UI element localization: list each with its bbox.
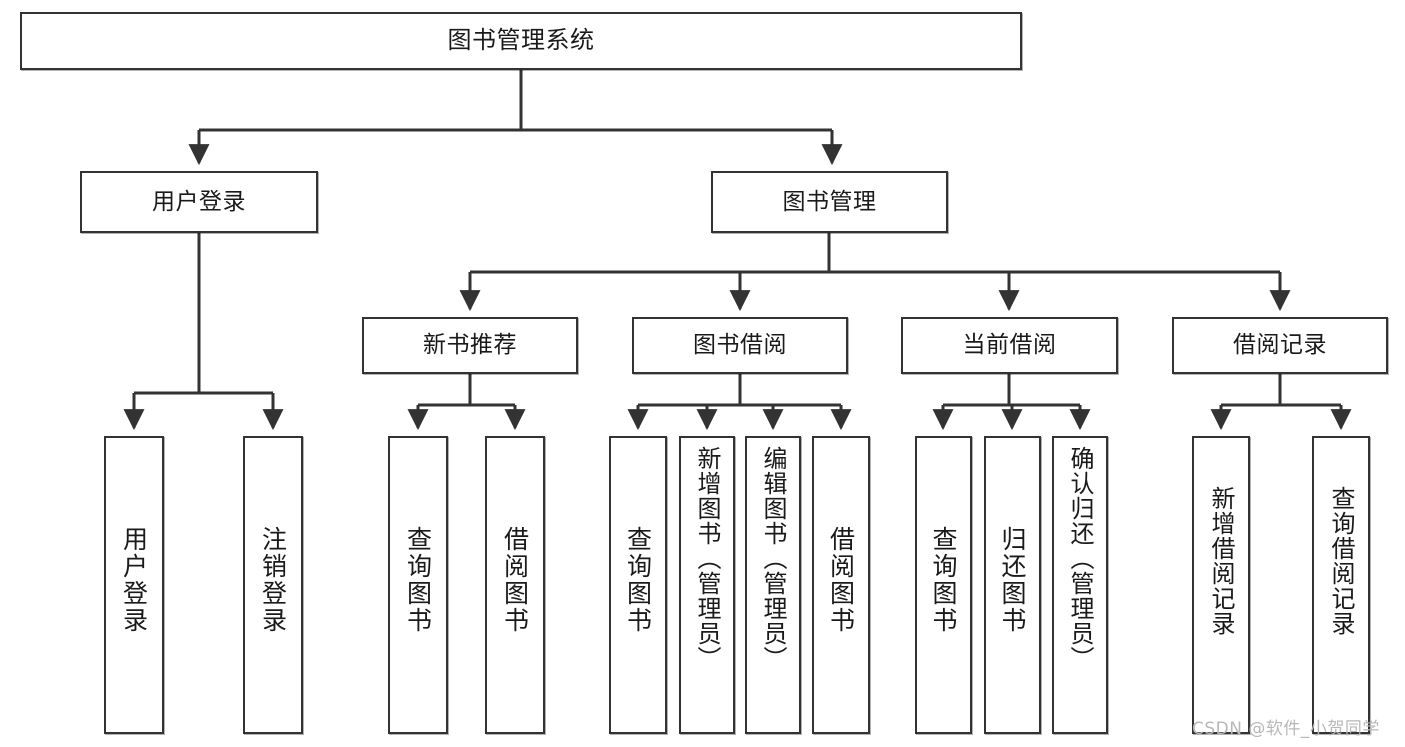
- node-book-management[interactable]: 图书管理: [711, 171, 948, 233]
- leaf-borrow-book-label: 借阅图书: [826, 526, 856, 634]
- leaf-edit-book-admin[interactable]: 编辑图书（管理员）: [745, 436, 801, 734]
- node-borrow-record-label: 借阅记录: [1233, 332, 1327, 359]
- leaf-confirm-return-admin-label: 确认归还（管理员）: [1066, 446, 1094, 671]
- node-book-borrow-label: 图书借阅: [693, 332, 787, 359]
- leaf-borrow-book-recommend-label: 借阅图书: [500, 526, 530, 634]
- node-user-login[interactable]: 用户登录: [80, 171, 318, 233]
- node-new-book-recommend-label: 新书推荐: [423, 332, 517, 359]
- leaf-borrow-book-recommend[interactable]: 借阅图书: [485, 436, 545, 734]
- leaf-query-borrow-record-label: 查询借阅记录: [1327, 486, 1355, 636]
- leaf-logout-login-label: 注销登录: [258, 526, 288, 634]
- leaf-add-borrow-record-label: 新增借阅记录: [1207, 486, 1235, 636]
- node-new-book-recommend[interactable]: 新书推荐: [362, 317, 578, 374]
- csdn-watermark: CSDN @软件_小贺同学: [1192, 719, 1380, 739]
- node-root[interactable]: 图书管理系统: [20, 12, 1022, 70]
- leaf-query-borrow-record[interactable]: 查询借阅记录: [1312, 436, 1370, 734]
- leaf-query-book-current[interactable]: 查询图书: [915, 436, 972, 734]
- leaf-return-book-label: 归还图书: [998, 526, 1027, 634]
- leaf-user-login[interactable]: 用户登录: [104, 436, 164, 734]
- leaf-add-book-admin[interactable]: 新增图书（管理员）: [679, 436, 735, 734]
- leaf-add-borrow-record[interactable]: 新增借阅记录: [1192, 436, 1250, 734]
- leaf-add-book-admin-label: 新增图书（管理员）: [693, 446, 721, 671]
- leaf-return-book[interactable]: 归还图书: [984, 436, 1041, 734]
- node-root-label: 图书管理系统: [447, 26, 595, 55]
- node-current-borrow[interactable]: 当前借阅: [901, 317, 1118, 374]
- leaf-query-book-borrow[interactable]: 查询图书: [609, 436, 667, 734]
- node-user-login-label: 用户登录: [152, 188, 246, 215]
- leaf-confirm-return-admin[interactable]: 确认归还（管理员）: [1052, 436, 1108, 734]
- leaf-query-book-recommend-label: 查询图书: [403, 526, 433, 634]
- leaf-query-book-borrow-label: 查询图书: [623, 526, 653, 634]
- leaf-user-login-label: 用户登录: [119, 526, 149, 634]
- node-current-borrow-label: 当前借阅: [962, 332, 1057, 359]
- leaf-query-book-current-label: 查询图书: [929, 526, 958, 634]
- node-book-management-label: 图书管理: [782, 188, 877, 215]
- leaf-query-book-recommend[interactable]: 查询图书: [388, 436, 448, 734]
- leaf-edit-book-admin-label: 编辑图书（管理员）: [759, 446, 787, 671]
- leaf-borrow-book[interactable]: 借阅图书: [812, 436, 870, 734]
- leaf-logout-login[interactable]: 注销登录: [243, 436, 303, 734]
- node-borrow-record[interactable]: 借阅记录: [1172, 317, 1388, 374]
- node-book-borrow[interactable]: 图书借阅: [632, 317, 848, 374]
